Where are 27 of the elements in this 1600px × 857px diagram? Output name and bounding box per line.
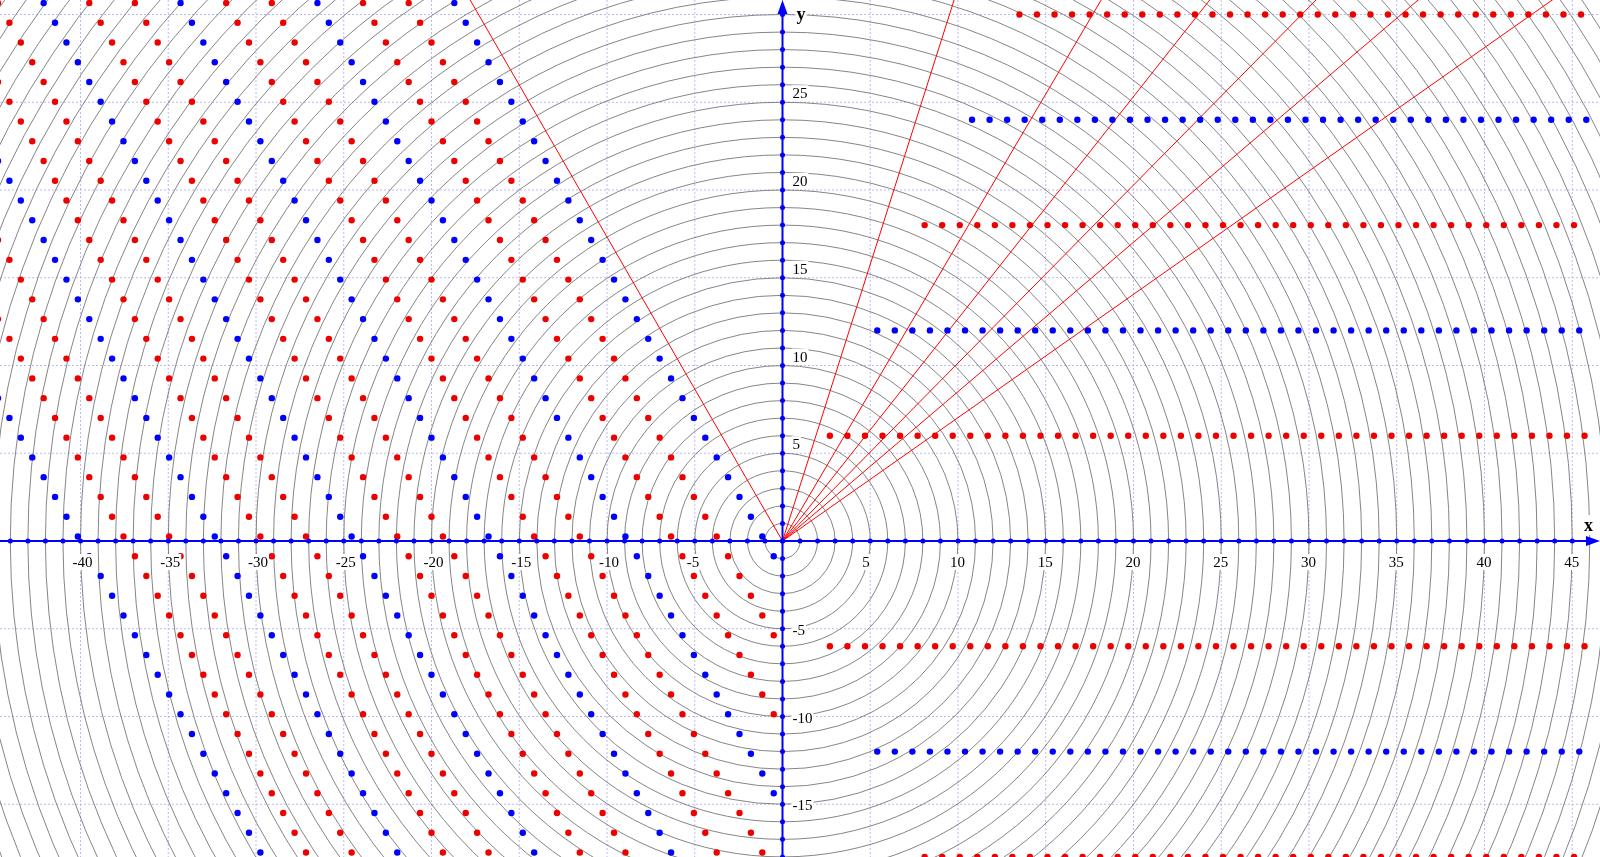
tick-label: -10 [792,709,813,726]
tick-label: -15 [792,797,813,814]
tick-label: 25 [1213,554,1229,570]
tick-label: -20 [423,554,444,570]
tick-label: 10 [950,554,965,570]
tick-label: 30 [1301,554,1316,570]
tick-label: 40 [1476,554,1492,570]
tick-label: 25 [792,85,808,102]
tick-label: -25 [335,554,356,570]
axis-label: y [796,4,806,24]
axis-label: x [1584,515,1593,535]
tick-label: -35 [160,554,181,570]
tick-label: -15 [511,554,532,570]
tick-label: 15 [792,260,808,277]
tick-label: 35 [1388,554,1404,570]
tick-label: 5 [862,554,870,570]
tick-label: -30 [248,554,268,570]
tick-label: 10 [792,348,808,365]
tick-label: -5 [686,554,700,570]
tick-label: 5 [792,436,800,453]
tick-label: -5 [792,621,805,638]
tick-label: 15 [1037,554,1053,570]
tick-label: 20 [792,173,808,189]
tick-label: -40 [72,554,93,570]
tick-label: 20 [1125,554,1141,570]
tick-label: 45 [1564,554,1580,570]
tick-label: -10 [599,554,619,570]
